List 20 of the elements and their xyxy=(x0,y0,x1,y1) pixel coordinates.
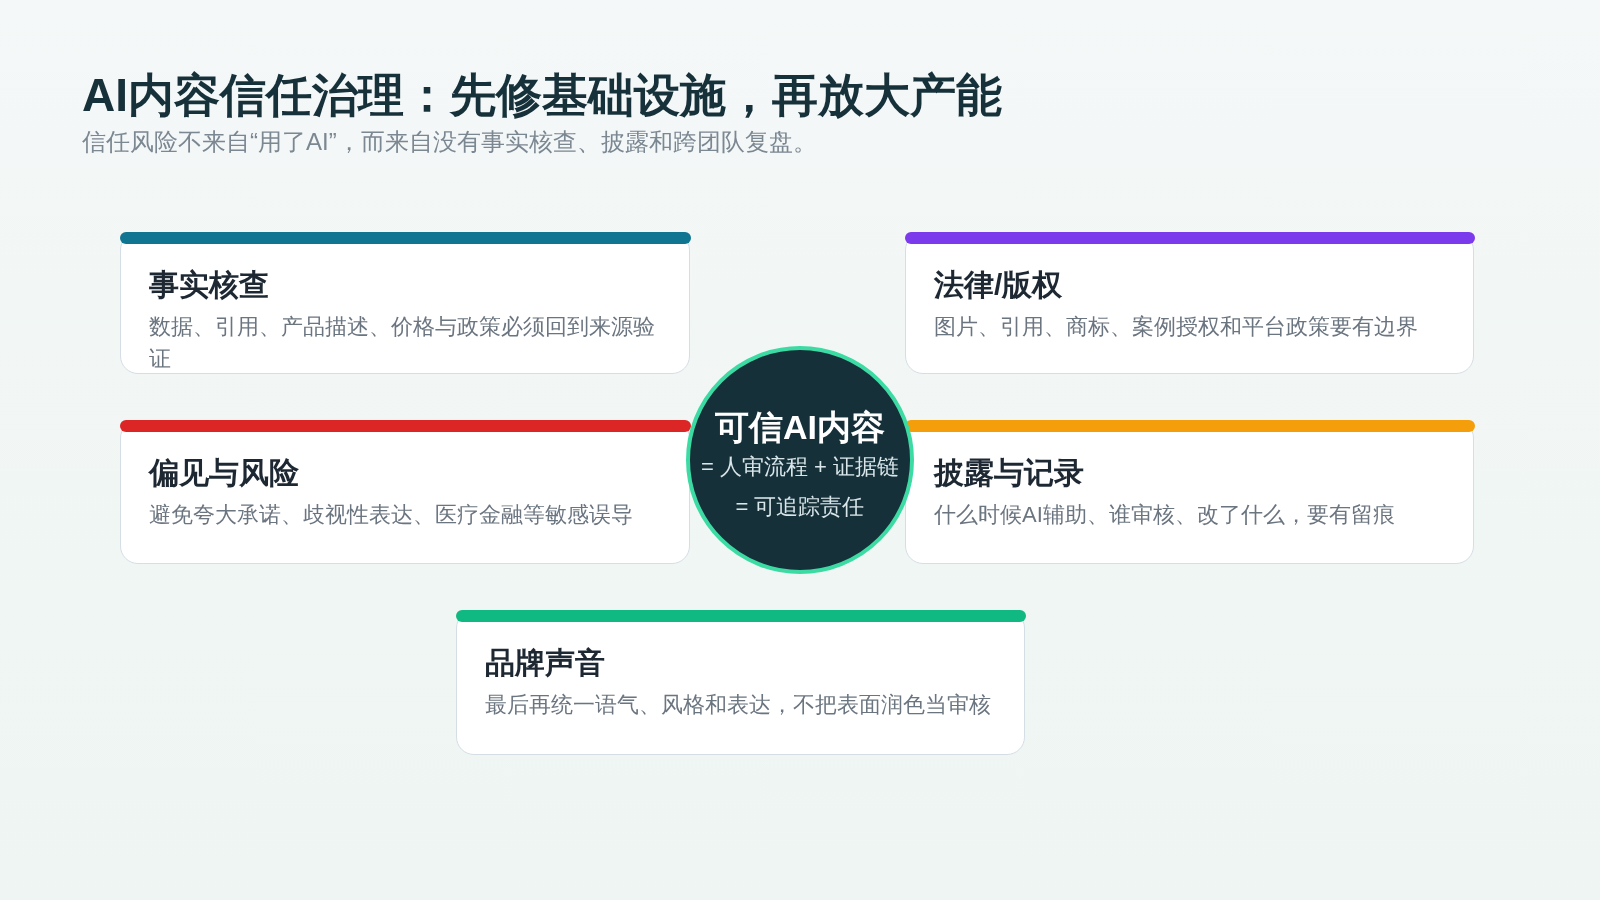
card-title: 偏见与风险 xyxy=(149,455,300,491)
card xyxy=(905,232,1474,374)
card-text: 最后再统一语气、风格和表达，不把表面润色当审核 xyxy=(485,691,992,719)
card-title: 披露与记录 xyxy=(934,455,1085,491)
card-title: 品牌声音 xyxy=(485,645,606,681)
card-title: 法律/版权 xyxy=(934,267,1064,303)
circle-title: 可信AI内容 xyxy=(715,407,885,447)
subtitle: 信任风险不来自“用了AI”，而来自没有事实核查、披露和跨团队复盘。 xyxy=(82,127,817,157)
card xyxy=(905,420,1474,564)
circle-text: = 人审流程 + 证据链 xyxy=(700,453,899,481)
circle-text: = 可追踪责任 xyxy=(735,493,865,521)
card-title: 事实核查 xyxy=(149,267,270,303)
card xyxy=(120,420,690,564)
card-text: 图片、引用、商标、案例授权和平台政策要有边界 xyxy=(934,313,1419,341)
card-text: 什么时候AI辅助、谁审核、改了什么，要有留痕 xyxy=(934,501,1396,529)
card-text: 数据、引用、产品描述、价格与政策必须回到来源验证 xyxy=(149,313,656,373)
card xyxy=(120,232,690,374)
title: AI内容信任治理：先修基础设施，再放大产能 xyxy=(82,68,1002,123)
card-text: 避免夸大承诺、歧视性表达、医疗金融等敏感误导 xyxy=(149,501,634,529)
card xyxy=(456,610,1025,755)
